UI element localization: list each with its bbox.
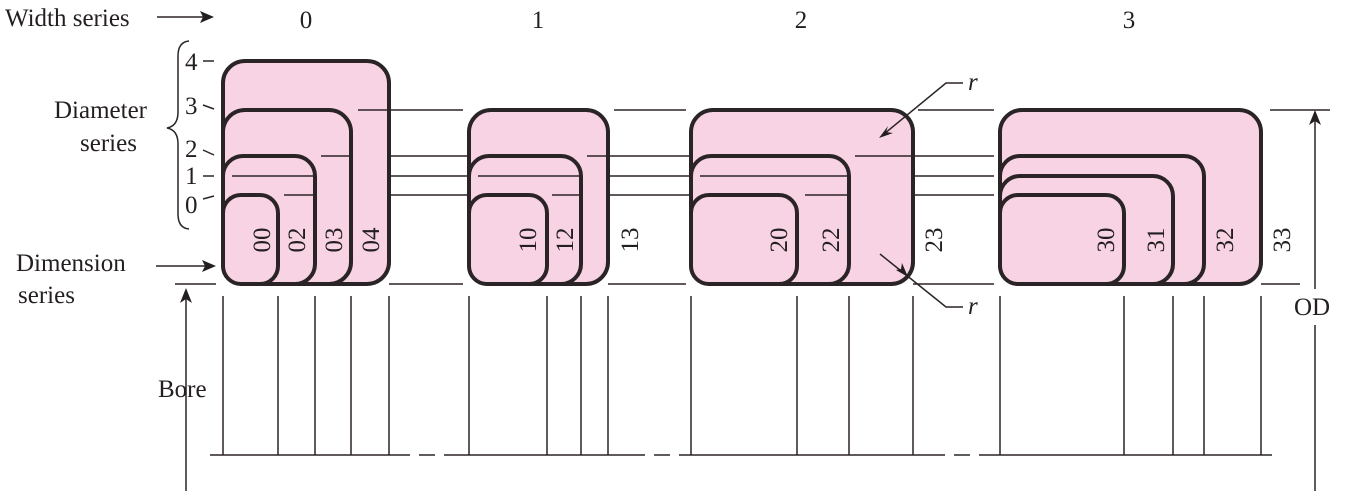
dim-label-33: 33 (1269, 228, 1296, 253)
diameter-series-label-line2: series (80, 130, 137, 157)
diameter-tick-marks (202, 60, 215, 200)
rect-30 (998, 193, 1126, 286)
diameter-series-3: 3 (185, 93, 198, 120)
width-series-0: 0 (300, 7, 313, 34)
radius-label-top: r (968, 69, 978, 96)
width-series-1: 1 (532, 7, 545, 34)
bore-vertical-lines (222, 296, 1262, 455)
dim-label-12: 12 (552, 228, 579, 253)
radius-callout-top (879, 82, 963, 138)
width-series-2: 2 (795, 7, 808, 34)
diameter-series-1: 1 (185, 163, 198, 190)
diameter-series-4: 4 (185, 49, 198, 76)
dim-label-10: 10 (515, 228, 542, 253)
diameter-series-label-line1: Diameter (54, 97, 148, 124)
od-label: OD (1294, 294, 1330, 321)
dim-label-23: 23 (921, 228, 948, 253)
dimension-series-arrow (156, 260, 216, 272)
group-0-rectangles (221, 59, 391, 286)
radius-callout-bottom (879, 253, 963, 308)
dim-label-31: 31 (1143, 228, 1170, 253)
bore-label: Bore (158, 376, 207, 403)
dim-label-32: 32 (1212, 228, 1239, 253)
diameter-series-2: 2 (185, 136, 198, 163)
rect-10 (467, 193, 549, 286)
dim-label-00: 00 (249, 228, 276, 253)
width-series-3: 3 (1123, 7, 1136, 34)
diameter-series-0: 0 (185, 192, 198, 219)
diameter-series-brace (166, 40, 190, 230)
dimension-series-label-line2: series (18, 282, 75, 309)
dim-label-02: 02 (284, 228, 311, 253)
dim-label-13: 13 (617, 228, 644, 253)
dim-label-20: 20 (766, 228, 793, 253)
dim-label-22: 22 (818, 228, 845, 253)
radius-label-bottom: r (968, 293, 978, 320)
rect-20 (689, 193, 799, 286)
rect-00 (221, 193, 280, 286)
dim-label-30: 30 (1093, 228, 1120, 253)
width-series-arrow (157, 11, 214, 23)
width-series-label: Width series (5, 5, 130, 32)
group-3-rectangles (998, 108, 1263, 286)
group-1-rectangles (467, 108, 610, 286)
bore-arrow (180, 288, 192, 491)
dimension-series-label-line1: Dimension (16, 250, 126, 277)
dim-label-04: 04 (358, 227, 385, 253)
dim-label-03: 03 (321, 228, 348, 253)
od-arrow (1309, 110, 1321, 491)
diameter-level-lines-overlay (232, 109, 913, 196)
group-2-rectangles (689, 108, 915, 286)
